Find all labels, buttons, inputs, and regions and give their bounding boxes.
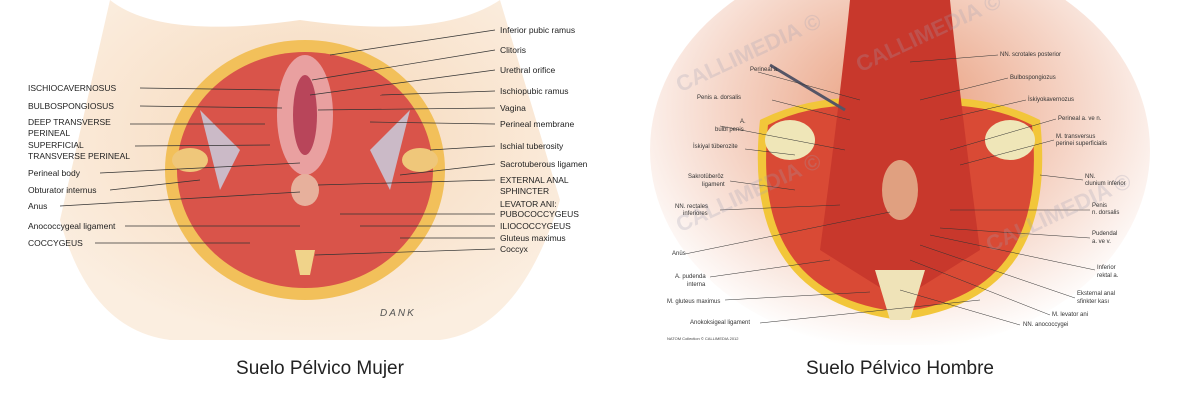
label-perineal-membrane: Perineal membrane [500,119,575,129]
label-obturator-internus: Obturator internus [28,185,97,195]
label-inferior: Inferior [1097,265,1116,271]
label-bulbi-penis: bulbi penis [715,127,744,133]
label-deep-transverse-perineal: PERINEAL [28,128,71,138]
caption-female: Suelo Pélvico Mujer [236,358,404,379]
label-ischiopubic-ramus: Ischiopubic ramus [500,86,569,96]
label-urethral-orifice: Urethral orifice [500,65,556,75]
label-anococcygeal-ligament: Anococcygeal ligament [28,221,116,231]
label-nn-anococcygei: NN. anococcygei [1023,322,1069,328]
label-clunium-inferior: clunium inferior [1085,181,1126,187]
label-gluteus-maximus: Gluteus maximus [500,233,566,243]
label-iskiyokavernozus: İskiyokavernozus [1028,97,1075,103]
label-perineal-a: Perineal a. [750,67,779,73]
label-sphincter: SPHINCTER [500,186,550,196]
label-a-ve-v: a. ve v. [1092,239,1111,245]
label-inferiores: inferiores [683,211,708,217]
label-a: A. [740,119,746,125]
label-coccyx: Coccyx [500,244,528,254]
label-m-levator-ani: M. levator ani [1052,312,1089,318]
label-inferior-pubic-ramus: Inferior pubic ramus [500,25,576,35]
label-bulbospongiosus: BULBOSPONGIOSUS [28,101,114,111]
label-vagina: Vagina [500,103,526,113]
label-eksternal-anal: Eksternal anal [1077,291,1116,297]
label-clitoris: Clitoris [500,45,526,55]
label-sacrotuberous-ligament: Sacrotuberous ligamen [500,159,588,169]
label-anokoksigeal-ligament: Anokoksigeal ligament [690,320,751,326]
label-deep-transverse: DEEP TRANSVERSE [28,117,111,127]
label-m-gluteus-maximus: M. gluteus maximus [667,299,721,305]
label-m-transversus: M. transversus [1056,134,1096,140]
label-perineal-body: Perineal body [28,168,80,178]
label-nn-rectales: NN. rectales [675,204,709,210]
male-pelvic-floor-illustration: CALLIMEDIA © CALLIMEDIA © CALLIMEDIA © C… [650,0,1160,345]
female-pelvic-floor-illustration: ISCHIOCAVERNOSUS BULBOSPONGIOSUS DEEP TR… [0,0,600,345]
label-sfinkter-kasi: sfinkter kası [1077,299,1110,305]
male-anatomy-drawing [650,0,1150,345]
label-interna: interna [687,282,706,288]
label-iskiyal-tuberozite: İskiyal tüberozite [693,144,738,150]
female-anatomy-drawing [59,0,560,340]
label-iliococcygeus: ILIOCOCCYGEUS [500,221,571,231]
label-ischiocavernosus: ISCHIOCAVERNOSUS [28,83,117,93]
label-perinei-superficialis: perinei superficialis [1056,141,1108,147]
image-credit: NATOM Collection © CALLIMEDIA 2012 [667,336,739,341]
label-perineal-a-ve-n: Perineal a. ve n. [1058,116,1102,122]
label-rektal-a: rektal a. [1097,273,1119,279]
label-n-dorsalis: n. dorsalis [1092,210,1120,216]
label-a-pudenda: A. pudenda [675,274,706,280]
label-sakrotuberoz: Sakrotüberöz [688,174,724,180]
label-coccygeus: COCCYGEUS [28,238,83,248]
label-external-anal: EXTERNAL ANAL [500,175,569,185]
label-nn-scrotales-posterior: NN. scrotales posterior [1000,52,1062,58]
label-levator-ani: LEVATOR ANI: [500,199,557,209]
label-nn: NN. [1085,174,1096,180]
label-penis-a-dorsalis: Penis a. dorsalis [697,95,742,101]
label-transverse-perineal: TRANSVERSE PERINEAL [28,151,131,161]
label-superficial: SUPERFICIAL [28,140,84,150]
label-penis: Penis [1092,203,1108,209]
label-pudendal: Pudendal [1092,231,1118,237]
artist-signature: DANK [380,308,416,319]
label-pubococcygeus: PUBOCOCCYGEUS [500,209,579,219]
label-ischial-tuberosity: Ischial tuberosity [500,141,564,151]
label-anus: Anüs [672,251,686,257]
caption-male: Suelo Pélvico Hombre [806,358,994,379]
label-ligament: ligament [702,182,725,188]
label-bulbospongiozus: Bulbospongiozus [1010,75,1056,81]
label-anus: Anus [28,201,48,211]
